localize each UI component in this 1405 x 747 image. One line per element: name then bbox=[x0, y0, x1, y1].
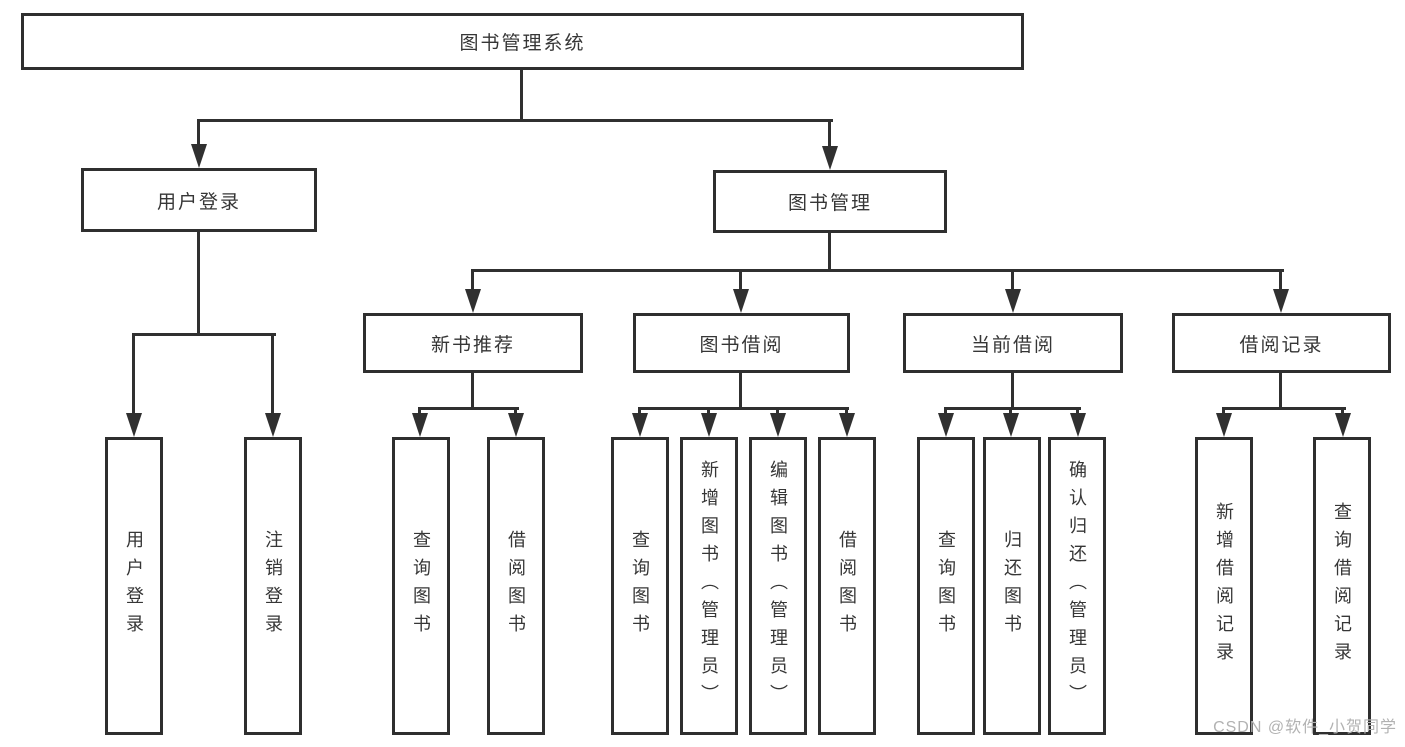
connector-recommend-drop-1 bbox=[418, 407, 421, 417]
connector-borrow-drop-4 bbox=[845, 407, 848, 417]
connector-borrow-bar bbox=[638, 407, 849, 410]
arrow-down-icon bbox=[1335, 413, 1351, 437]
connector-root-stub bbox=[520, 70, 523, 121]
arrow-down-icon bbox=[465, 289, 481, 313]
connector-bookmgmt-drop-4 bbox=[1279, 269, 1282, 291]
node-add-books-admin: 新增图书（管理员） bbox=[680, 437, 738, 735]
arrow-down-icon bbox=[938, 413, 954, 437]
node-add-borrow-record: 新增借阅记录 bbox=[1195, 437, 1253, 735]
connector-current-drop-1 bbox=[944, 407, 947, 417]
connector-recommend-stub bbox=[471, 373, 474, 410]
node-borrow-books-leaf: 借阅图书 bbox=[818, 437, 876, 735]
node-library-management-system: 图书管理系统 bbox=[21, 13, 1024, 70]
node-query-books-current: 查询图书 bbox=[917, 437, 975, 735]
node-user-login-leaf: 用户登录 bbox=[105, 437, 163, 735]
connector-recommend-drop-2 bbox=[514, 407, 517, 417]
arrow-down-icon bbox=[1273, 289, 1289, 313]
connector-borrow-drop-1 bbox=[638, 407, 641, 417]
arrow-down-icon bbox=[1003, 413, 1019, 437]
node-confirm-return-admin: 确认归还（管理员） bbox=[1048, 437, 1106, 735]
node-logout-leaf: 注销登录 bbox=[244, 437, 302, 735]
node-book-borrow: 图书借阅 bbox=[633, 313, 850, 373]
connector-userlogin-drop-right bbox=[271, 333, 274, 415]
connector-records-drop-2 bbox=[1341, 407, 1344, 417]
arrow-down-icon bbox=[733, 289, 749, 313]
connector-bookmgmt-drop-3 bbox=[1011, 269, 1014, 291]
connector-root-bar bbox=[197, 119, 833, 122]
node-user-login: 用户登录 bbox=[81, 168, 317, 232]
node-return-books: 归还图书 bbox=[983, 437, 1041, 735]
connector-borrow-stub bbox=[739, 373, 742, 410]
connector-current-stub bbox=[1011, 373, 1014, 410]
node-borrow-records: 借阅记录 bbox=[1172, 313, 1391, 373]
node-query-books-borrow: 查询图书 bbox=[611, 437, 669, 735]
arrow-down-icon bbox=[1216, 413, 1232, 437]
connector-bookmgmt-drop-1 bbox=[471, 269, 474, 291]
arrow-down-icon bbox=[701, 413, 717, 437]
connector-bookmgmt-stub bbox=[828, 233, 831, 272]
arrow-down-icon bbox=[126, 413, 142, 437]
connector-records-bar bbox=[1222, 407, 1346, 410]
arrow-down-icon bbox=[632, 413, 648, 437]
node-borrow-books-recommend: 借阅图书 bbox=[487, 437, 545, 735]
node-book-management: 图书管理 bbox=[713, 170, 947, 233]
arrow-down-icon bbox=[508, 413, 524, 437]
node-current-borrow: 当前借阅 bbox=[903, 313, 1123, 373]
connector-current-drop-3 bbox=[1076, 407, 1079, 417]
connector-records-drop-1 bbox=[1222, 407, 1225, 417]
connector-root-drop-left bbox=[197, 119, 200, 147]
node-edit-books-admin: 编辑图书（管理员） bbox=[749, 437, 807, 735]
connector-bookmgmt-bar bbox=[471, 269, 1284, 272]
arrow-down-icon bbox=[822, 146, 838, 170]
connector-recommend-bar bbox=[418, 407, 519, 410]
connector-userlogin-bar bbox=[132, 333, 276, 336]
connector-userlogin-drop-left bbox=[132, 333, 135, 415]
node-new-book-recommend: 新书推荐 bbox=[363, 313, 583, 373]
arrow-down-icon bbox=[1005, 289, 1021, 313]
connector-current-bar bbox=[944, 407, 1081, 410]
node-query-borrow-record: 查询借阅记录 bbox=[1313, 437, 1371, 735]
arrow-down-icon bbox=[839, 413, 855, 437]
connector-borrow-drop-2 bbox=[707, 407, 710, 417]
arrow-down-icon bbox=[770, 413, 786, 437]
arrow-down-icon bbox=[1070, 413, 1086, 437]
connector-records-stub bbox=[1279, 373, 1282, 410]
arrow-down-icon bbox=[191, 144, 207, 168]
connector-borrow-drop-3 bbox=[776, 407, 779, 417]
connector-userlogin-stub bbox=[197, 232, 200, 336]
connector-current-drop-2 bbox=[1009, 407, 1012, 417]
connector-root-drop-right bbox=[828, 119, 831, 149]
node-query-books-recommend: 查询图书 bbox=[392, 437, 450, 735]
arrow-down-icon bbox=[412, 413, 428, 437]
connector-bookmgmt-drop-2 bbox=[739, 269, 742, 291]
arrow-down-icon bbox=[265, 413, 281, 437]
watermark: CSDN @软件_小贺同学 bbox=[1213, 719, 1397, 736]
